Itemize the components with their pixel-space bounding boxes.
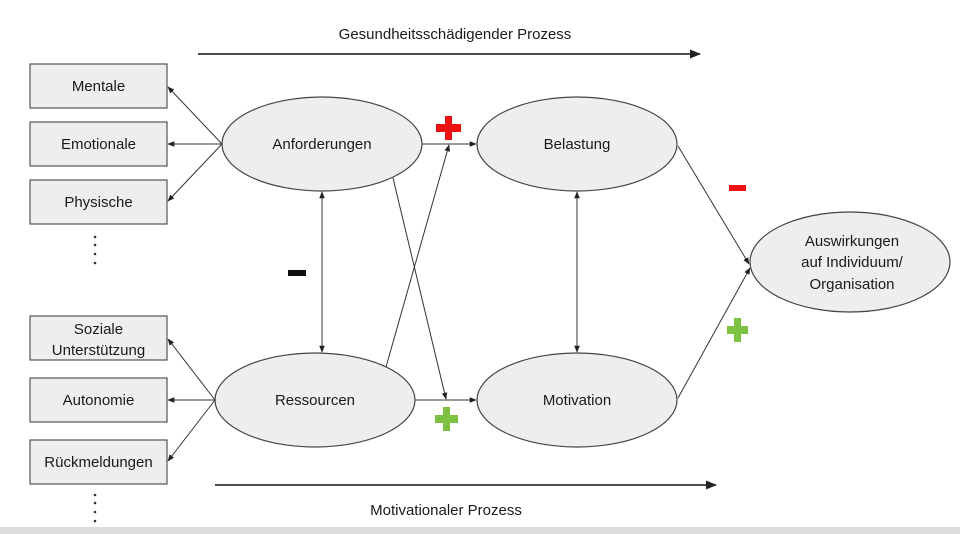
bottom-divider-band: [0, 527, 960, 534]
node-motivation: Motivation: [476, 352, 678, 448]
resource-box-label-line1: Soziale: [74, 321, 123, 338]
node-label-line2: auf Individuum/: [801, 254, 904, 271]
demand-box-mentale: Mentale: [29, 63, 168, 109]
motivational-process-label: Motivationaler Prozess: [370, 502, 522, 519]
resource-box-label-line2: Unterstützung: [52, 342, 145, 359]
demand-box-physische: Physische: [29, 179, 168, 225]
edge-ressourcen-rueckmeldungen: [167, 399, 216, 462]
minus-sign-anforderungen-ressourcen: [288, 270, 306, 276]
edge-ressourcen-soziale: [167, 338, 216, 401]
resource-box-label: Autonomie: [63, 392, 135, 409]
node-label: Belastung: [544, 136, 611, 153]
node-label: Anforderungen: [272, 136, 371, 153]
resource-more-ellipsis: [93, 493, 97, 523]
node-label-line3: Organisation: [809, 276, 894, 293]
health-impairment-process-label: Gesundheitsschädigender Prozess: [339, 26, 572, 43]
demand-box-label: Physische: [64, 194, 132, 211]
demand-more-ellipsis: [93, 235, 97, 265]
edge-anforderungen-mentale: [167, 86, 223, 145]
edge-anforderungen-physische: [167, 143, 223, 202]
minus-sign-belastung-auswirkungen: [729, 185, 746, 191]
node-auswirkungen: Auswirkungen auf Individuum/ Organisatio…: [749, 211, 951, 313]
edge-belastung-auswirkungen: [677, 145, 750, 265]
resource-box-autonomie: Autonomie: [29, 377, 168, 423]
node-belastung: Belastung: [476, 96, 678, 192]
node-label: Motivation: [543, 392, 611, 409]
node-anforderungen: Anforderungen: [221, 96, 423, 192]
demand-box-label: Mentale: [72, 78, 125, 95]
edge-anforderungen-motivation: [392, 177, 448, 400]
demand-box-emotionale: Emotionale: [29, 121, 168, 167]
plus-sign-ressourcen-motivation: [435, 407, 458, 431]
edge-ressourcen-belastung: [385, 144, 450, 368]
demand-box-label: Emotionale: [61, 136, 136, 153]
resource-box-rueckmeldungen: Rückmeldungen: [29, 439, 168, 485]
node-label: Ressourcen: [275, 392, 355, 409]
resource-box-label: Rückmeldungen: [44, 454, 152, 471]
node-label-line1: Auswirkungen: [805, 233, 899, 250]
resource-box-soziale-unterstuetzung: Soziale Unterstützung: [29, 315, 168, 361]
plus-sign-anforderungen-belastung: [436, 116, 461, 140]
edge-motivation-auswirkungen: [677, 267, 751, 399]
plus-sign-motivation-auswirkungen: [727, 318, 748, 342]
node-ressourcen: Ressourcen: [214, 352, 416, 448]
